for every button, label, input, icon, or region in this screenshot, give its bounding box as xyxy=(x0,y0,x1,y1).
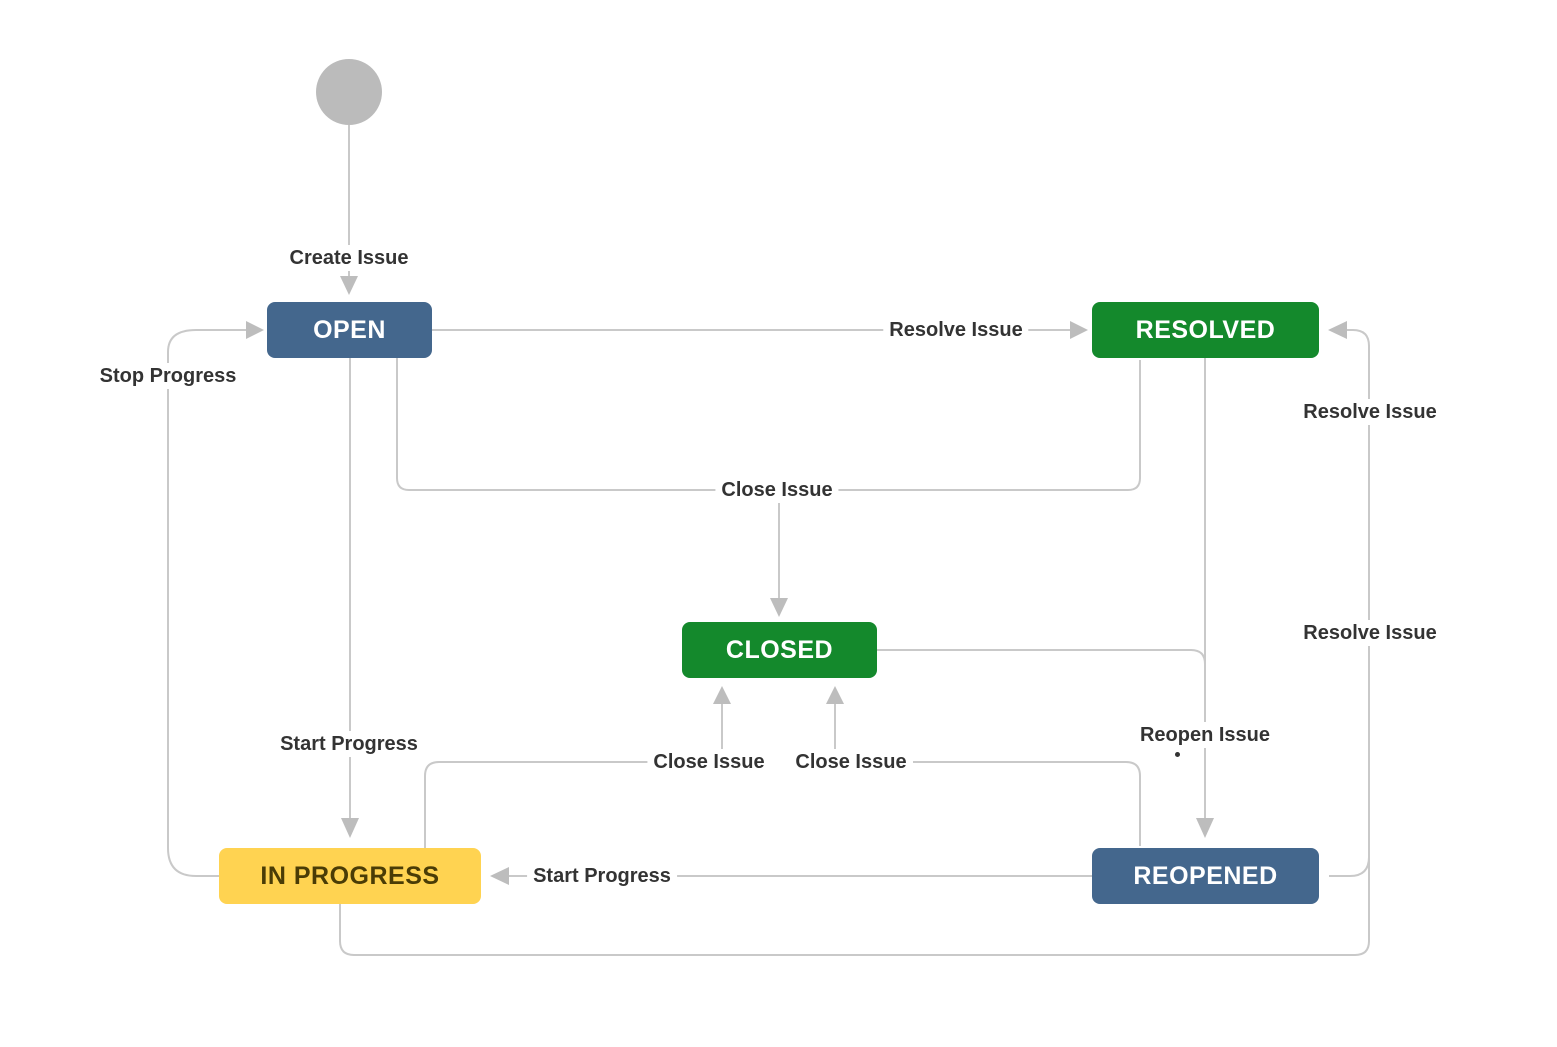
transition-label-start-progress-from-reopened[interactable]: Start Progress xyxy=(527,863,677,889)
node-closed-label: CLOSED xyxy=(725,635,834,664)
node-closed[interactable]: CLOSED xyxy=(682,622,877,678)
edge-create-issue-arrowhead xyxy=(340,276,358,295)
node-resolved-label: RESOLVED xyxy=(1135,315,1276,344)
node-in-progress-label: IN PROGRESS xyxy=(260,861,440,890)
edge-close-issue-from-reopened-arrowhead xyxy=(826,686,844,704)
edge-start-progress-mid-arrowhead xyxy=(490,867,509,885)
transition-label-close-issue-from-in-progress[interactable]: Close Issue xyxy=(647,749,771,775)
edge-close-issue-from-in-progress-line xyxy=(424,761,650,848)
edge-close-issue-from-in-progress-arrowhead xyxy=(713,686,731,704)
node-reopened[interactable]: REOPENED xyxy=(1092,848,1319,904)
transition-label-stop-progress[interactable]: Stop Progress xyxy=(93,363,243,389)
transition-label-resolve-issue-lower[interactable]: Resolve Issue xyxy=(1297,620,1443,646)
edge-resolve-issue-right-arrowhead xyxy=(1328,321,1347,339)
transition-label-start-progress[interactable]: Start Progress xyxy=(274,731,424,757)
edge-stop-progress-arrowhead xyxy=(246,321,264,339)
start-node-circle[interactable] xyxy=(316,59,382,125)
transition-label-resolve-issue-upper[interactable]: Resolve Issue xyxy=(1297,399,1443,425)
reopen-issue-label-dot xyxy=(1175,752,1180,757)
edge-close-issue-rail xyxy=(396,358,1141,491)
transition-label-close-issue-from-reopened[interactable]: Close Issue xyxy=(789,749,913,775)
edge-open-resolved-arrowhead xyxy=(1070,321,1088,339)
edge-reopen-issue-from-closed-line xyxy=(877,649,1206,700)
edge-reopen-issue-arrowhead xyxy=(1196,818,1214,838)
edge-resolve-issue-from-reopened-line xyxy=(1329,856,1370,877)
edge-start-progress-arrowhead xyxy=(341,818,359,838)
transition-label-resolve-issue[interactable]: Resolve Issue xyxy=(883,317,1029,343)
transition-label-reopen-issue[interactable]: Reopen Issue xyxy=(1133,722,1277,748)
node-in-progress[interactable]: IN PROGRESS xyxy=(219,848,481,904)
node-open-label: OPEN xyxy=(313,315,386,344)
edge-close-issue-from-reopened-line xyxy=(913,761,1141,846)
node-open[interactable]: OPEN xyxy=(267,302,432,358)
edge-resolve-issue-right-rail xyxy=(339,329,1370,956)
transition-label-close-issue[interactable]: Close Issue xyxy=(715,477,839,503)
transition-label-create-issue[interactable]: Create Issue xyxy=(283,245,415,271)
edge-stop-progress-line xyxy=(167,329,246,877)
edge-close-issue-branch-arrowhead xyxy=(770,598,788,617)
node-reopened-label: REOPENED xyxy=(1133,861,1278,890)
node-resolved[interactable]: RESOLVED xyxy=(1092,302,1319,358)
